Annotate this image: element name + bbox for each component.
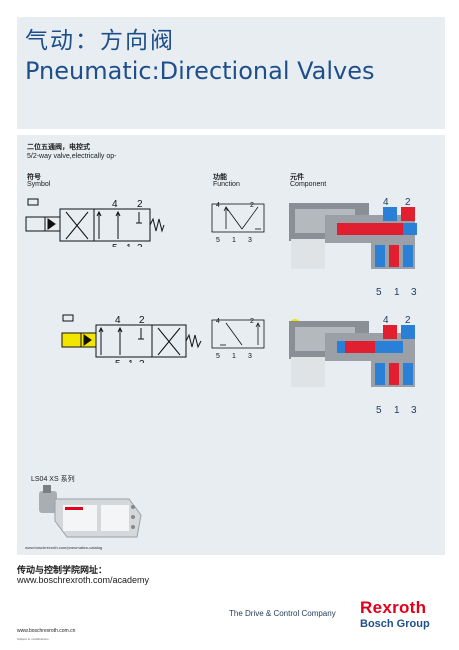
symbol-rest-port-2: 2 xyxy=(137,199,143,210)
valve-component-rest: 4 2 5 1 3 xyxy=(289,197,417,298)
component-heading-en: Component xyxy=(290,181,327,188)
symbol-heading-en: Symbol xyxy=(27,181,51,188)
symbol-rest-port-4: 4 xyxy=(112,199,118,210)
component-actuated-port-3: 3 xyxy=(411,405,417,416)
function-rest-port-3: 3 xyxy=(248,237,252,243)
header-panel: 气动：方向阀 Pneumatic:Directional Valves xyxy=(17,17,445,129)
function-actuated-port-2: 2 xyxy=(250,318,254,325)
footer-link[interactable]: www.boschrexroth.com.cn xyxy=(17,628,76,634)
symbol-actuated-port-5: 5 xyxy=(115,359,121,363)
symbol-rest-port-3: 3 xyxy=(137,243,143,247)
component-rest-port-5: 5 xyxy=(376,287,382,298)
function-actuated-port-1: 1 xyxy=(232,353,236,359)
symbol-rest-port-1: 1 xyxy=(126,243,132,247)
component-rest-port-1: 1 xyxy=(394,287,400,298)
symbol-actuated-port-1: 1 xyxy=(128,359,134,363)
function-heading-cn: 功能 xyxy=(213,173,227,181)
symbol-heading-cn: 符号 xyxy=(27,173,41,181)
series-label: LS04 XS 系列 xyxy=(31,476,75,483)
function-rest-port-1: 1 xyxy=(232,237,236,243)
function-actuated-port-5: 5 xyxy=(216,353,220,359)
function-rest-port-4: 4 xyxy=(216,202,220,209)
symbol-actuated-port-2: 2 xyxy=(139,315,145,326)
function-symbol-rest: 4 2 5 1 3 xyxy=(211,202,265,243)
component-rest-port-3: 3 xyxy=(411,287,417,298)
brand-logo: Rexroth xyxy=(360,598,427,617)
component-rest-port-2: 2 xyxy=(405,197,411,208)
product-photo xyxy=(29,485,149,541)
function-rest-port-2: 2 xyxy=(250,202,254,209)
component-actuated-port-1: 1 xyxy=(394,405,400,416)
function-symbol-actuated: 4 2 5 1 3 xyxy=(211,318,265,359)
valve-panel: 二位五通阀，电控式 5/2-way valve,electrically op-… xyxy=(17,135,445,555)
valve-symbol-rest: 4 2 5 1 3 xyxy=(25,198,165,247)
catalog-link[interactable]: www.boschrexroth.com/pneumatics-catalog xyxy=(25,545,103,550)
footer-note: Subject to modifications xyxy=(17,637,49,641)
component-actuated-port-5: 5 xyxy=(376,405,382,416)
component-rest-port-4: 4 xyxy=(383,197,389,208)
brand-subtitle: Bosch Group xyxy=(360,618,430,630)
page-title-en: Pneumatic:Directional Valves xyxy=(25,57,375,85)
page-title-cn: 气动：方向阀 xyxy=(25,28,175,54)
company-tagline: The Drive & Control Company xyxy=(229,609,336,618)
symbol-rest-port-5: 5 xyxy=(112,243,118,247)
valve-title-en: 5/2-way valve,electrically op- xyxy=(27,153,117,160)
symbol-actuated-port-3: 3 xyxy=(139,359,145,363)
valve-title-cn: 二位五通阀，电控式 xyxy=(27,143,90,151)
function-heading-en: Function xyxy=(213,181,240,188)
function-rest-port-5: 5 xyxy=(216,237,220,243)
academy-link[interactable]: www.boschrexroth.com/academy xyxy=(17,575,150,585)
function-actuated-port-3: 3 xyxy=(248,353,252,359)
component-actuated-port-4: 4 xyxy=(383,315,389,326)
function-actuated-port-4: 4 xyxy=(216,318,220,325)
component-actuated-port-2: 2 xyxy=(405,315,411,326)
valve-symbol-actuated: 4 2 5 1 3 xyxy=(61,314,202,363)
symbol-actuated-port-4: 4 xyxy=(115,315,121,326)
component-heading-cn: 元件 xyxy=(290,173,304,181)
academy-title: 传动与控制学院网址： xyxy=(17,566,108,576)
valve-component-actuated: 4 2 5 1 3 xyxy=(289,315,417,416)
